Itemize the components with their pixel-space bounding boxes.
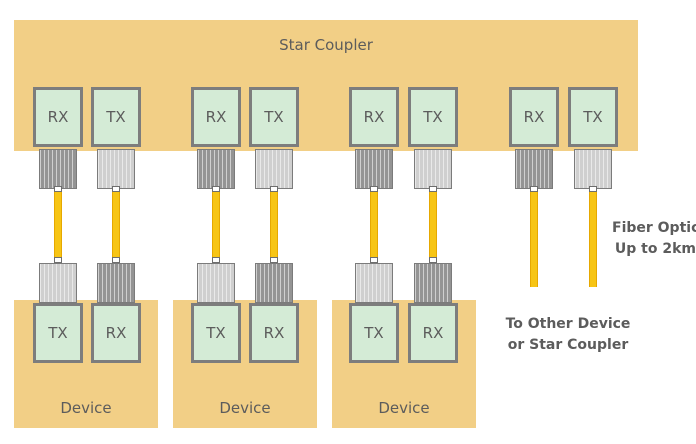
device-rx-tip-3 <box>429 257 437 263</box>
device-rx-connector-2 <box>255 263 293 303</box>
coupler-tx-tip-4 <box>589 186 597 192</box>
coupler-tx-tip-2 <box>270 186 278 192</box>
coupler-rx-tip-1 <box>54 186 62 192</box>
coupler-rx-connector-1 <box>39 149 77 189</box>
fiber-cable-4 <box>270 192 278 258</box>
device-tx-tip-1 <box>54 257 62 263</box>
coupler-tx-module-4: TX <box>568 87 618 147</box>
star-coupler-title: Star Coupler <box>279 36 373 54</box>
coupler-tx-connector-4 <box>574 149 612 189</box>
coupler-tx-module-3: TX <box>408 87 458 147</box>
device-rx-module-2: RX <box>249 303 299 363</box>
coupler-rx-module-1: RX <box>33 87 83 147</box>
other-device-note-line2: or Star Coupler <box>507 337 629 353</box>
other-device-note: To Other Device or Star Coupler <box>500 314 636 356</box>
device-title-2: Device <box>219 399 271 417</box>
device-title-1: Device <box>60 399 112 417</box>
device-tx-connector-3 <box>355 263 393 303</box>
coupler-tx-connector-2 <box>255 149 293 189</box>
device-rx-connector-3 <box>414 263 452 303</box>
fiber-cable-5 <box>370 192 378 258</box>
fiber-optic-note-line2: Up to 2km <box>614 241 696 257</box>
fiber-cable-7 <box>530 192 538 287</box>
coupler-rx-connector-2 <box>197 149 235 189</box>
device-rx-tip-1 <box>112 257 120 263</box>
device-tx-connector-2 <box>197 263 235 303</box>
device-rx-tip-2 <box>270 257 278 263</box>
coupler-rx-tip-2 <box>212 186 220 192</box>
device-rx-module-3: RX <box>408 303 458 363</box>
device-tx-tip-2 <box>212 257 220 263</box>
other-device-note-line1: To Other Device <box>505 316 631 332</box>
fiber-cable-1 <box>54 192 62 258</box>
coupler-tx-connector-1 <box>97 149 135 189</box>
coupler-tx-tip-1 <box>112 186 120 192</box>
coupler-tx-tip-3 <box>429 186 437 192</box>
coupler-tx-module-2: TX <box>249 87 299 147</box>
fiber-cable-3 <box>212 192 220 258</box>
fiber-cable-8 <box>589 192 597 287</box>
device-tx-connector-1 <box>39 263 77 303</box>
device-tx-module-3: TX <box>349 303 399 363</box>
device-tx-module-2: TX <box>191 303 241 363</box>
coupler-rx-tip-3 <box>370 186 378 192</box>
device-tx-tip-3 <box>370 257 378 263</box>
fiber-cable-6 <box>429 192 437 258</box>
coupler-tx-module-1: TX <box>91 87 141 147</box>
coupler-rx-module-4: RX <box>509 87 559 147</box>
device-rx-connector-1 <box>97 263 135 303</box>
fiber-optic-note: Fiber Optic Up to 2km <box>612 218 696 260</box>
coupler-rx-tip-4 <box>530 186 538 192</box>
device-title-3: Device <box>378 399 430 417</box>
device-rx-module-1: RX <box>91 303 141 363</box>
coupler-rx-module-2: RX <box>191 87 241 147</box>
coupler-rx-connector-4 <box>515 149 553 189</box>
device-tx-module-1: TX <box>33 303 83 363</box>
fiber-optic-note-line1: Fiber Optic <box>612 220 696 236</box>
fiber-cable-2 <box>112 192 120 258</box>
coupler-rx-connector-3 <box>355 149 393 189</box>
coupler-rx-module-3: RX <box>349 87 399 147</box>
coupler-tx-connector-3 <box>414 149 452 189</box>
